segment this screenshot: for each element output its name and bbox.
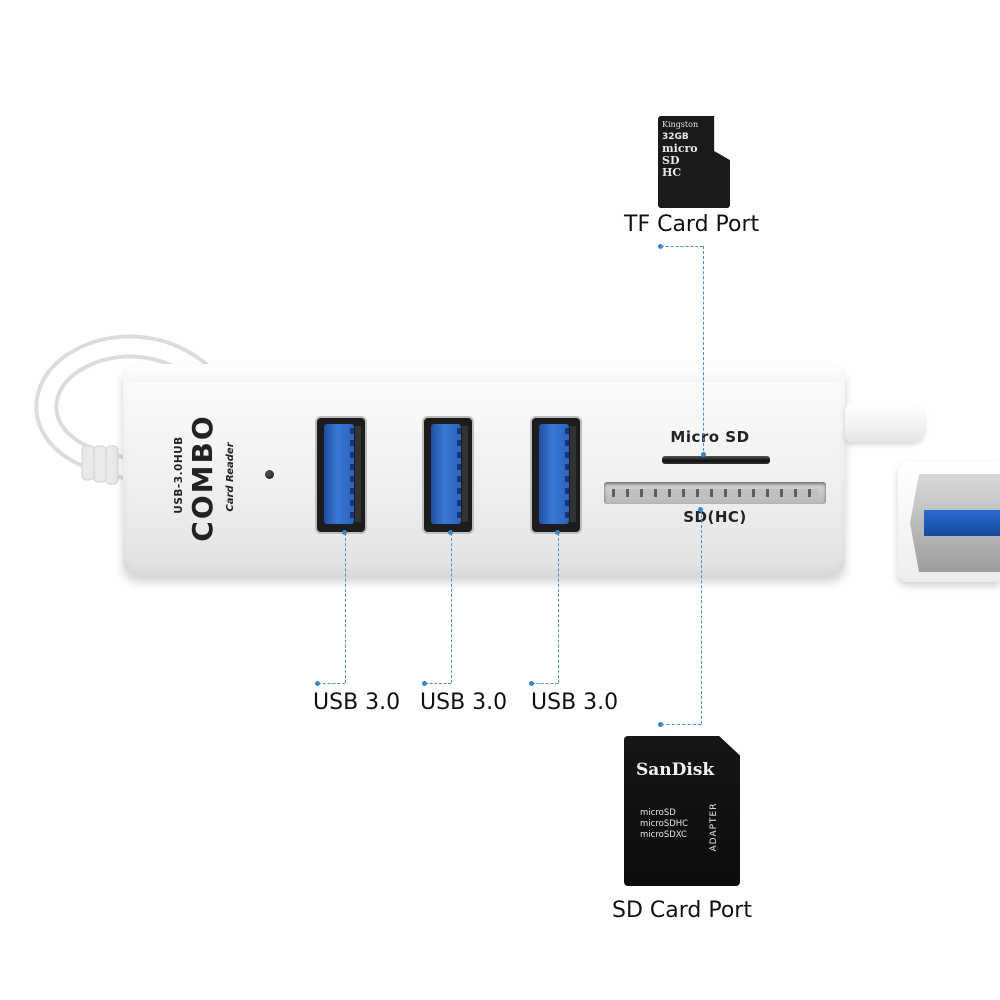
microsd-brand: Kingston [662,120,699,129]
hub-brand-name: COMBO [186,414,219,542]
usb2-leader-end-dot [448,530,453,535]
hub-top-edge [126,368,842,382]
tf-leader-vertical [703,246,704,456]
hub-subtitle: Card Reader [225,442,236,512]
sd-leader-vertical [701,510,702,724]
cable-strain-relief [81,445,119,485]
usb3-leader-end-dot [555,530,560,535]
usb-plug-blue-insert [924,510,1000,536]
usb-port-2-label: USB 3.0 [420,690,508,715]
sd-leader-end-dot [698,507,703,512]
sd-adapter-image [624,736,740,886]
microsd-logo: micro SD HC [662,142,698,179]
sd-adapter-brand: SanDisk [636,760,715,780]
usb-plug-neck [845,404,925,442]
usb-port-2 [424,418,472,532]
hub-brand-block: USB-3.0HUB COMBO Card Reader [150,408,236,548]
usb1-leader-vertical [345,533,346,683]
micro-sd-slot [662,456,770,464]
sd-slot-label: SD(HC) [683,508,747,526]
usb3-leader-dot [529,681,534,686]
sd-adapter-side-text: ADAPTER [709,802,719,852]
usb2-leader-vertical [451,533,452,683]
usb-port-1 [317,418,365,532]
usb1-leader-end-dot [342,530,347,535]
microsd-capacity: 32GB [662,132,689,142]
hub-body [123,364,845,576]
sd-adapter-compat-list: microSD microSDHC microSDXC [640,808,689,840]
micro-sd-slot-label: Micro SD [670,428,750,446]
status-led [265,470,274,479]
hub-model-label: USB-3.0HUB [173,436,185,514]
sd-leader-dot [658,722,663,727]
usb2-leader-horizontal [425,683,451,684]
usb1-leader-horizontal [318,683,345,684]
usb2-leader-dot [422,681,427,686]
usb-port-3-label: USB 3.0 [531,690,619,715]
usb1-leader-dot [315,681,320,686]
sd-card-port-label: SD Card Port [612,898,752,923]
tf-card-port-label: TF Card Port [624,212,760,237]
usb-port-3 [532,418,580,532]
usb-port-1-label: USB 3.0 [313,690,401,715]
tf-leader-horizontal [661,246,703,247]
sd-leader-horizontal [661,724,701,725]
tf-leader-end-dot [701,452,706,457]
usb3-leader-horizontal [532,683,558,684]
usb3-leader-vertical [558,533,559,683]
tf-leader-dot [658,244,663,249]
sd-card-slot [604,482,826,504]
